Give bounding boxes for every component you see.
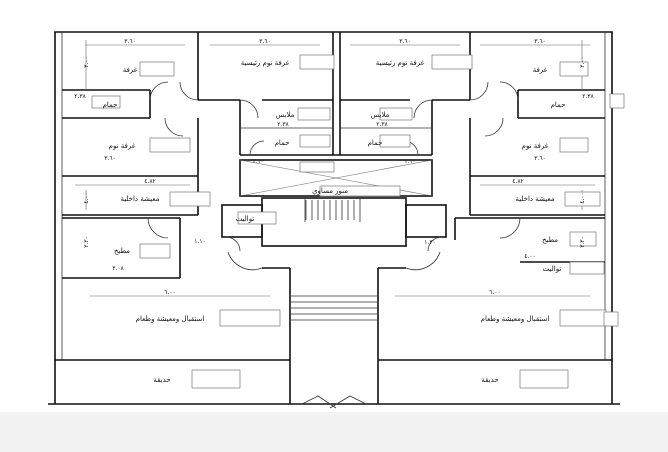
dim-living-left: ٤.٨٢ xyxy=(144,178,156,185)
label-garden-left: حديقة xyxy=(153,376,170,384)
dim-lobby-right: ١.٣٠ xyxy=(424,239,436,246)
label-bath-left: حمام xyxy=(103,101,118,109)
dim-top-4: ٣.٦٠ xyxy=(534,38,546,45)
dim-bath-right: ٢.٣٨ xyxy=(582,93,594,100)
label-living-left: معيشة داخلية xyxy=(120,195,159,203)
footer-strip xyxy=(0,412,668,452)
label-boxes xyxy=(91,54,625,389)
label-sleep-room-right: غرفة نوم xyxy=(522,142,549,150)
dim-clothes-right: ٢.٣٨ xyxy=(376,121,388,128)
dim-bath-left: ٢.٣٨ xyxy=(74,93,86,100)
interior-walls xyxy=(62,32,605,404)
label-bedroom-left: غرفة xyxy=(123,66,138,74)
floor-plan: غرفة غرفة نوم رئيسية غرفة نوم رئيسية غرف… xyxy=(48,31,625,409)
dim-living-height-right: ٤.٠٠ xyxy=(579,192,586,204)
dim-hall-right: ١.١٠ xyxy=(404,158,416,165)
room-labels: غرفة غرفة نوم رئيسية غرفة نوم رئيسية غرف… xyxy=(103,59,566,384)
dimension-lines xyxy=(75,40,595,297)
label-master-bedroom-left: غرفة نوم رئيسية xyxy=(241,59,290,67)
dim-kitchen-left: ٣.٠٨ xyxy=(112,265,124,272)
dim-kitchen-right: ٤.٠٠ xyxy=(524,253,536,260)
dim-clothes-left: ٢.٣٨ xyxy=(277,121,289,128)
stair-treads xyxy=(305,200,355,220)
dimension-labels: ٣.٦٠ ٣.٦٠ ٣.٦٠ ٣.٦٠ ٢.٣٨ ٢.٣٨ ٢.٣٨ ٢.٣٨ … xyxy=(74,38,594,296)
dim-top-1: ٣.٦٠ xyxy=(124,38,136,45)
label-master-bedroom-right: غرفة نوم رئيسية xyxy=(376,59,425,67)
dim-living-right: ٤.٨٢ xyxy=(512,178,524,185)
dim-top-3: ٣.٦٠ xyxy=(399,38,411,45)
dim-reception-left: ٦.٠٠ xyxy=(164,289,176,296)
dim-living-height-left: ٤.٠٠ xyxy=(83,192,90,204)
label-kitchen-left: مطبخ xyxy=(114,247,130,255)
dim-reception-right: ٦.٠٠ xyxy=(489,289,501,296)
dim-sleep-left: ٣.٦٠ xyxy=(104,155,116,162)
label-reception-left: استقبال ومعيشة وطعام xyxy=(136,315,205,323)
dim-hall-left: ١.١٠ xyxy=(252,158,264,165)
label-clothes-left: ملابس xyxy=(276,111,295,119)
dim-top-2: ٣.٦٠ xyxy=(259,38,271,45)
dim-bedroom-height-left: ٣.٠٠ xyxy=(83,56,90,68)
label-toilet-left: تواليت xyxy=(236,215,255,223)
entrance-steps xyxy=(290,295,378,321)
label-sleep-room-left: غرفة نوم xyxy=(109,142,136,150)
label-lightwell: منور مساوي xyxy=(312,187,348,195)
dim-sleep-right: ٣.٦٠ xyxy=(534,155,546,162)
door-swings xyxy=(147,81,521,409)
label-living-right: معيشة داخلية xyxy=(515,195,554,203)
label-toilet-right: تواليت xyxy=(543,265,562,273)
floor-plan-drawing: غرفة غرفة نوم رئيسية غرفة نوم رئيسية غرف… xyxy=(48,31,625,409)
label-garden-right: حديقة xyxy=(481,376,498,384)
dim-bedroom-height-right: ٣.٠٠ xyxy=(579,56,586,68)
label-bath-right: حمام xyxy=(551,101,566,109)
label-bath-center-left: حمام xyxy=(275,139,290,147)
dim-kitchen-height-right: ٣.٣٠ xyxy=(579,236,586,248)
label-bath-center-right: حمام xyxy=(368,139,383,147)
label-reception-right: استقبال ومعيشة وطعام xyxy=(481,315,550,323)
dim-kitchen-height-left: ٣.٣٠ xyxy=(83,236,90,248)
dim-lobby-left: ١.١٠ xyxy=(194,238,206,245)
label-kitchen-right: مطبخ xyxy=(542,236,558,244)
label-bedroom-right: غرفة xyxy=(533,66,548,74)
label-clothes-right: ملابس xyxy=(371,111,390,119)
